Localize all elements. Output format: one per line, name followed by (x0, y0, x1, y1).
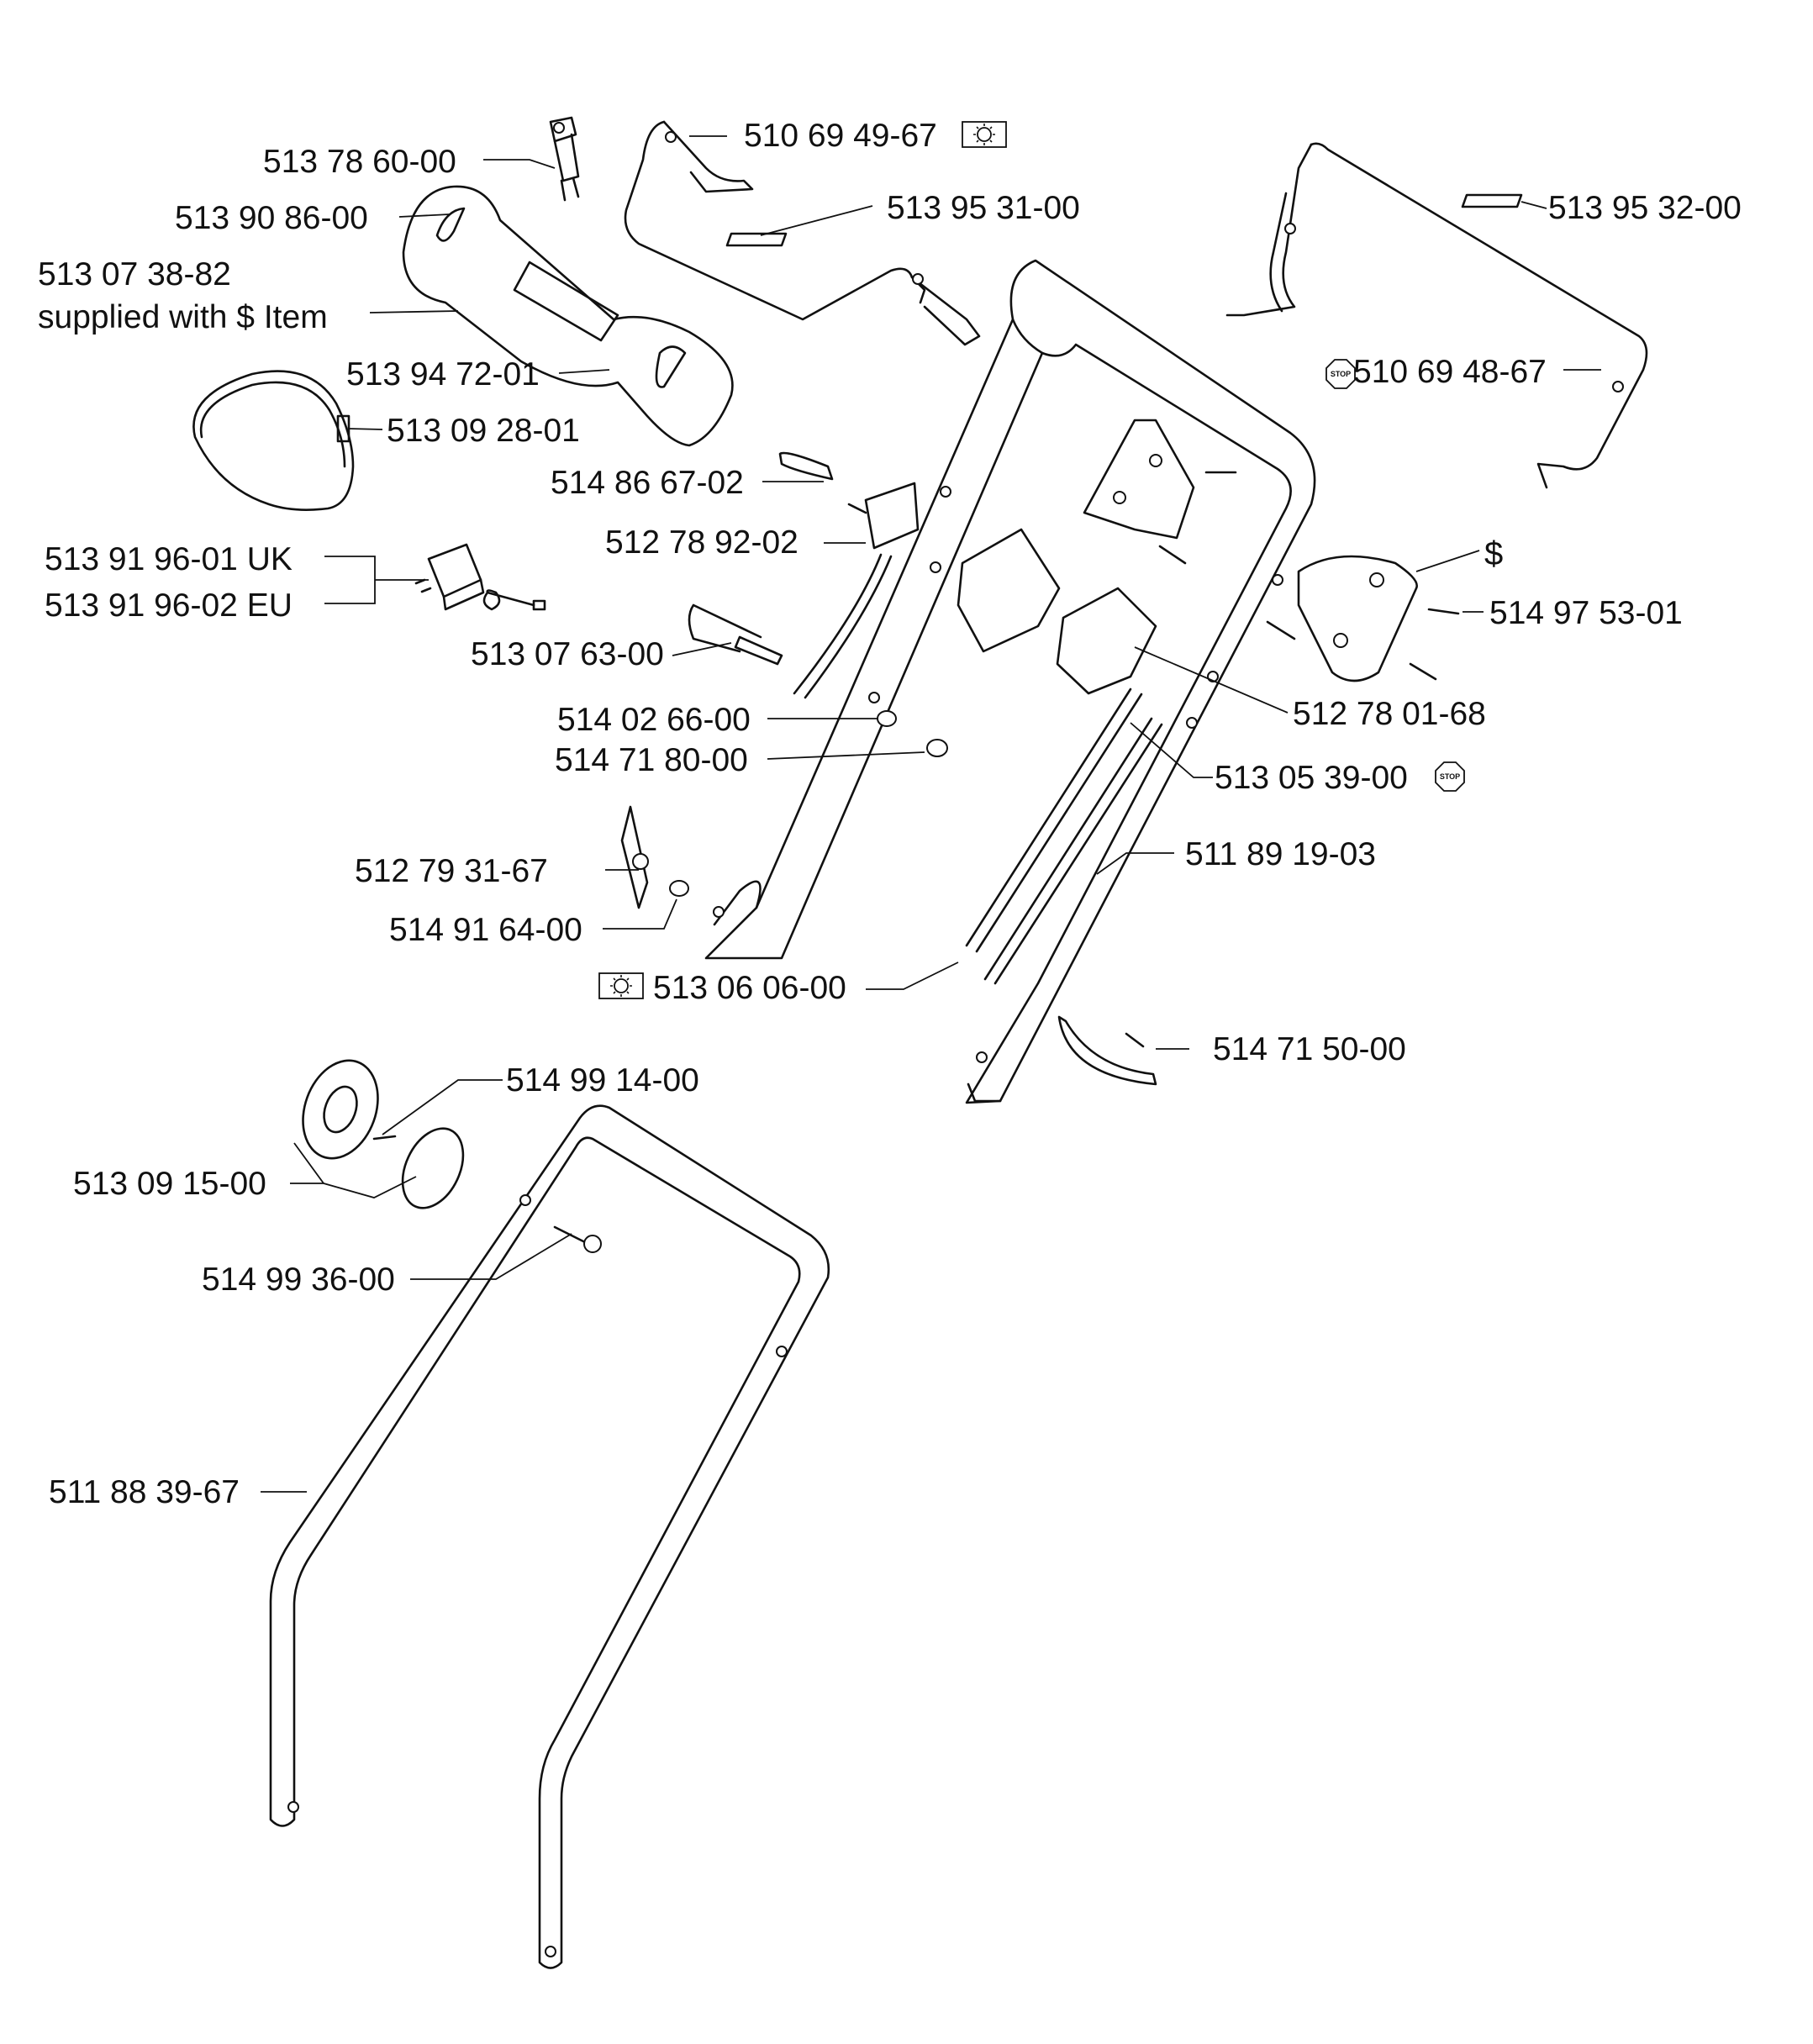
lower-handle (269, 1104, 830, 1969)
label-513091500: 513 09 15-00 (73, 1166, 266, 1202)
label-510694967: 510 69 49-67 (744, 118, 937, 154)
lever-left (624, 120, 981, 346)
label-513919601: 513 91 96-01 UK (45, 541, 293, 577)
label-513060600: 513 06 06-00 (653, 970, 846, 1006)
part-labels: 513 78 60-00 513 90 86-00 513 07 38-82 s… (38, 118, 1742, 1510)
handle-grip (402, 185, 734, 447)
label-512789202: 512 78 92-02 (605, 524, 798, 561)
switch-components (688, 451, 920, 699)
label-513076300: 513 07 63-00 (471, 636, 664, 672)
svg-text:STOP: STOP (1331, 370, 1351, 378)
charger-plug (414, 543, 546, 611)
decals (725, 193, 1523, 247)
label-514975301: 514 97 53-01 (1489, 595, 1683, 631)
label-510694867: 510 69 48-67 (1353, 354, 1547, 390)
label-514991400: 514 99 14-00 (506, 1062, 699, 1098)
label-supplied-note: supplied with $ Item (38, 299, 328, 335)
label-513919602: 513 91 96-02 EU (45, 587, 293, 624)
label-514715000: 514 71 50-00 (1213, 1031, 1406, 1067)
fasteners (553, 471, 1460, 1253)
label-513908600: 513 90 86-00 (175, 200, 368, 236)
label-514993600: 514 99 36-00 (202, 1262, 395, 1298)
label-513092801: 513 09 28-01 (387, 413, 580, 449)
leader-lines (261, 135, 1601, 1493)
ratchet-assembly (302, 1059, 465, 1209)
label-dollar: $ (1484, 535, 1503, 572)
brace-cables (965, 687, 1163, 985)
label-512780168: 512 78 01-68 (1293, 696, 1486, 732)
cable-tie (1057, 1015, 1157, 1086)
key-switch (549, 116, 580, 202)
sun-icon (598, 972, 644, 999)
label-511883967: 511 88 39-67 (49, 1474, 240, 1510)
label-513053900: 513 05 39-00 (1215, 760, 1408, 796)
label-513073882: 513 07 38-82 (38, 256, 231, 292)
charging-cable (192, 370, 355, 511)
upper-handle-frame (704, 259, 1316, 1104)
stop-sign-icon: STOP (1325, 359, 1356, 389)
label-514866702: 514 86 67-02 (551, 465, 744, 501)
label-514916400: 514 91 64-00 (389, 912, 582, 948)
label-514026600: 514 02 66-00 (557, 702, 751, 738)
label-513947201: 513 94 72-01 (346, 356, 540, 392)
label-513953100: 513 95 31-00 (887, 190, 1080, 226)
washers (669, 710, 948, 897)
knob (620, 805, 649, 909)
label-514718000: 514 71 80-00 (555, 742, 748, 778)
label-512793167: 512 79 31-67 (355, 853, 548, 889)
label-513953200: 513 95 32-00 (1548, 190, 1742, 226)
svg-text:STOP: STOP (1440, 772, 1460, 781)
sun-icon (962, 121, 1007, 148)
label-513786000: 513 78 60-00 (263, 144, 456, 180)
mount-blocks (957, 419, 1418, 695)
stop-sign-icon: STOP (1435, 761, 1465, 792)
label-511891903: 511 89 19-03 (1185, 836, 1376, 872)
lever-right (1225, 142, 1648, 489)
